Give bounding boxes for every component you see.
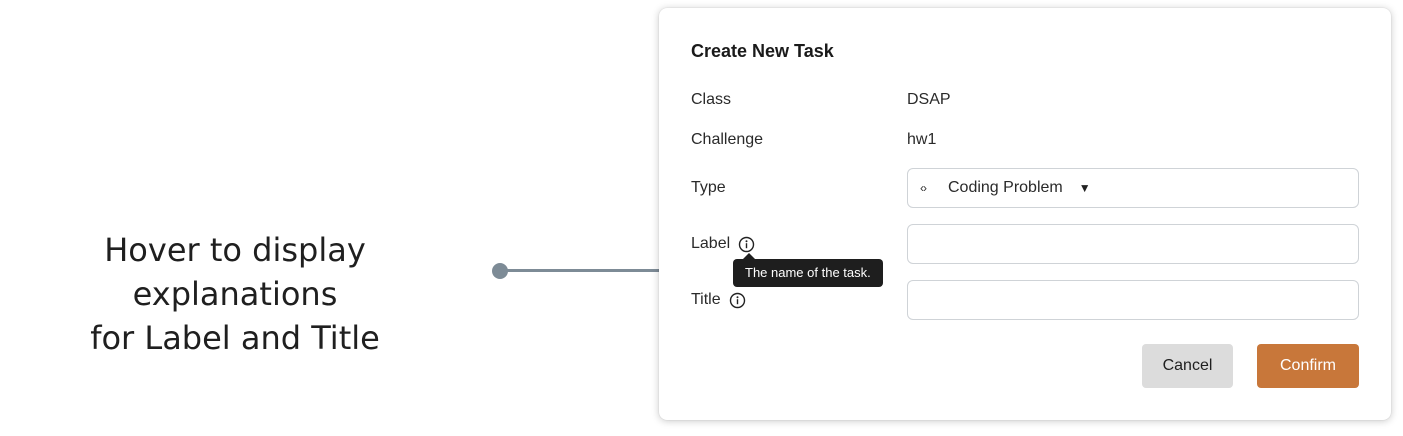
code-icon: ‹› <box>920 181 927 195</box>
class-value: DSAP <box>907 91 951 108</box>
dialog-title: Create New Task <box>691 41 834 61</box>
label-tooltip: The name of the task. <box>733 253 883 287</box>
challenge-value: hw1 <box>907 131 937 148</box>
type-select-value: Coding Problem <box>948 179 1063 196</box>
chevron-down-icon: ▼ <box>1078 181 1091 195</box>
confirm-button[interactable]: Confirm <box>1257 344 1359 388</box>
annotation-line-2: for Label and Title <box>90 319 380 357</box>
title-input[interactable] <box>907 280 1359 320</box>
info-icon[interactable] <box>738 236 755 253</box>
create-task-dialog: Create New Task Class DSAP Challenge hw1… <box>659 8 1391 420</box>
cancel-button[interactable]: Cancel <box>1142 344 1233 388</box>
annotation-line-1: Hover to display explanations <box>104 231 366 313</box>
type-select[interactable]: ‹› Coding Problem ▼ <box>907 168 1359 208</box>
challenge-label: Challenge <box>691 131 764 148</box>
title-field-label: Title <box>691 291 746 309</box>
label-field-label: Label <box>691 235 755 253</box>
connector-line <box>500 269 688 272</box>
label-input[interactable] <box>907 224 1359 264</box>
class-label: Class <box>691 91 732 108</box>
title-label-text: Title <box>691 291 721 308</box>
type-label: Type <box>691 179 726 196</box>
info-icon[interactable] <box>729 292 746 309</box>
annotation-text: Hover to display explanations for Label … <box>0 228 470 360</box>
label-label-text: Label <box>691 235 731 252</box>
